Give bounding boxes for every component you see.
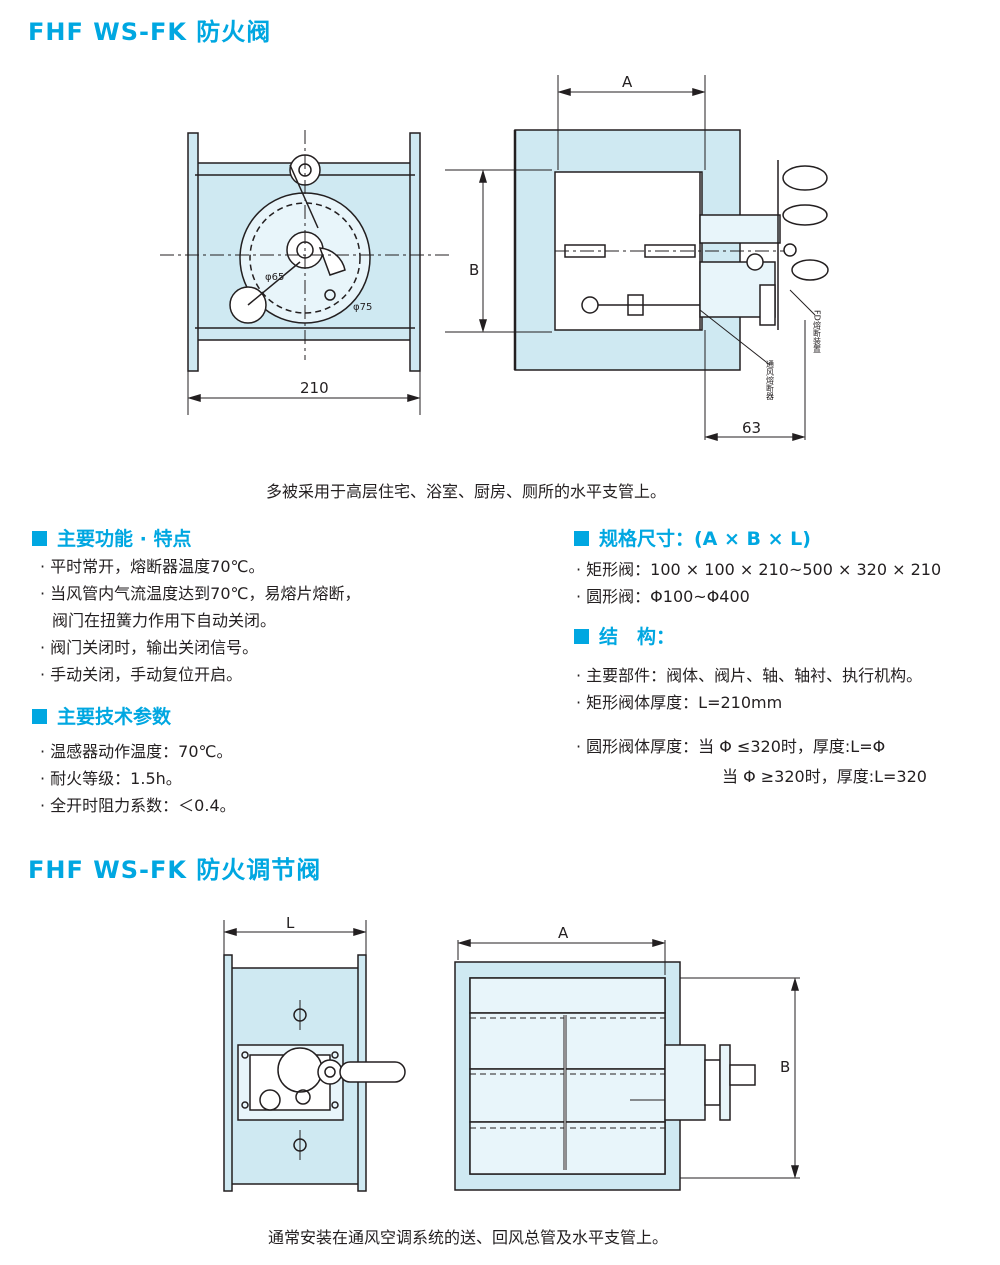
dim-a-label: A: [558, 924, 569, 942]
dim-a-label: A: [622, 73, 633, 91]
spec-item: · 矩形阀：100 × 100 × 210~500 × 320 × 210: [576, 560, 942, 579]
structure-item: · 圆形阀体厚度：当 Φ ≤320时，厚度:L=Φ: [576, 737, 886, 756]
feature-item: 阀门在扭簧力作用下自动关闭。: [52, 611, 277, 630]
structure-item: 当 Φ ≥320时，厚度:L=320: [722, 767, 927, 786]
caption-fire-damper: 多被采用于高层住宅、浴室、厨房、厕所的水平支管上。: [266, 482, 667, 501]
structure-item: · 主要部件：阀体、阀片、轴、轴衬、执行机构。: [576, 666, 923, 685]
feature-item: · 阀门关闭时，输出关闭信号。: [40, 638, 259, 657]
square-bullet-icon: [574, 629, 589, 644]
square-bullet-icon: [574, 531, 589, 546]
features-heading: 主要功能 · 特点: [32, 524, 191, 551]
structure-item: · 矩形阀体厚度：L=210mm: [576, 693, 783, 712]
param-item: · 温感器动作温度：70℃。: [40, 742, 233, 761]
spec-item: · 圆形阀：Φ100~Φ400: [576, 587, 750, 606]
params-heading: 主要技术参数: [32, 702, 171, 729]
specs-heading: 规格尺寸：(A × B × L): [574, 524, 811, 551]
feature-item: · 平时常开，熔断器温度70℃。: [40, 557, 265, 576]
phi75-label: φ75: [353, 302, 372, 313]
param-item: · 耐火等级：1.5h。: [40, 769, 182, 788]
phi65-label: φ65: [265, 272, 284, 283]
feature-item: · 手动关闭，手动复位开启。: [40, 665, 243, 684]
fire-damper-drawing: 210 A B 63 φ65 φ75 FD熔断装置 通风熔断器: [160, 73, 829, 442]
caption-fire-regulating-damper: 通常安装在通风空调系统的送、回风总管及水平支管上。: [268, 1228, 669, 1247]
square-bullet-icon: [32, 531, 47, 546]
fusible-link-label: 通风熔断器: [766, 359, 775, 401]
param-item: · 全开时阻力系数：＜0.4。: [40, 796, 236, 815]
dim-210-label: 210: [300, 379, 329, 397]
dim-b-label: B: [780, 1058, 790, 1076]
fuse-device-label: FD熔断装置: [813, 310, 822, 353]
structure-heading: 结 构：: [574, 622, 675, 649]
square-bullet-icon: [32, 709, 47, 724]
dim-63-label: 63: [742, 419, 761, 437]
feature-item: · 当风管内气流温度达到70℃，易熔片熔断，: [40, 584, 361, 603]
section-title-fire-regulating-damper: FHF WS-FK 防火调节阀: [28, 856, 322, 884]
fire-regulating-damper-drawing: L A B: [223, 914, 800, 1192]
section-title-fire-damper: FHF WS-FK 防火阀: [28, 18, 272, 46]
dim-l-label: L: [286, 914, 295, 932]
dim-b-label: B: [469, 261, 479, 279]
